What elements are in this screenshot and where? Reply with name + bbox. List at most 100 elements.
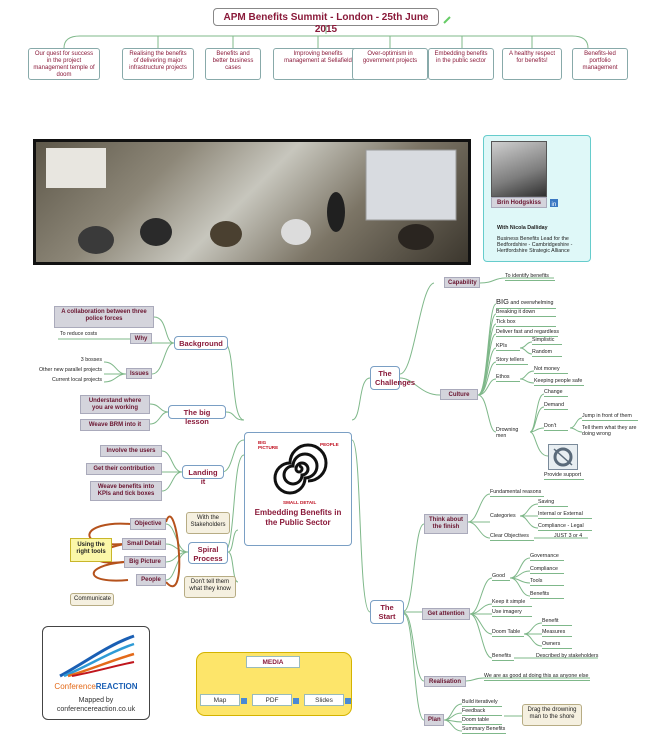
think-node[interactable]: Think about the finish — [424, 514, 468, 534]
dont-tell-note[interactable]: Don't tell them what they know — [184, 576, 236, 598]
topic-8[interactable]: Benefits-led portfolio management — [572, 48, 628, 80]
spiral-small-detail[interactable]: Small Detail — [122, 538, 166, 550]
plan-node[interactable]: Plan — [424, 714, 444, 726]
summit-title: APM Benefits Summit - London - 25th June… — [213, 8, 439, 35]
branding-box — [42, 626, 150, 720]
background-node[interactable]: Background — [174, 336, 228, 350]
landing-item-3[interactable]: Weave benefits into KPIs and tick boxes — [90, 481, 162, 501]
map-attach-icon — [241, 698, 247, 704]
challenges-node[interactable]: The Challenges — [370, 366, 415, 390]
attention-benefits: Benefits — [492, 653, 514, 662]
logo-big-picture: BIG PICTURE — [258, 440, 279, 451]
attention-node[interactable]: Get attention — [422, 608, 470, 620]
doom-benefit: Benefit — [542, 618, 572, 627]
start-node[interactable]: The Start — [370, 600, 404, 624]
cat-internal: Internal or External — [538, 511, 592, 520]
doom-owners: Owners — [542, 641, 572, 650]
drag-note[interactable]: Drag the drowning man to the shore — [522, 704, 582, 726]
dont-jump: Jump in front of them — [582, 413, 638, 422]
plan-item-3: Doom table — [462, 717, 502, 726]
landing-item-2[interactable]: Get their contribution — [86, 463, 162, 475]
kpis-item: KPIs — [496, 343, 520, 352]
topic-7[interactable]: A healthy respect for benefits! — [502, 48, 562, 80]
issue-item-1: 3 bosses — [80, 357, 102, 363]
swoosh-logo — [59, 634, 135, 678]
culture-node[interactable]: Culture — [440, 389, 478, 400]
issue-item-3: Current local projects — [51, 377, 102, 383]
spiral-big-picture[interactable]: Big Picture — [124, 556, 166, 568]
note-icon[interactable] — [443, 16, 451, 24]
plan-item-4: Summary Benefits — [462, 726, 506, 735]
linkedin-icon[interactable]: in — [550, 199, 558, 207]
cat-compliance: Compliance - Legal — [538, 523, 592, 532]
communicate-note[interactable]: Communicate — [70, 593, 114, 606]
mapped-by: Mapped by — [78, 697, 114, 704]
realisation-node[interactable]: Realisation — [424, 676, 466, 687]
media-pdf-button[interactable]: PDF — [252, 694, 292, 706]
pdf-attach-icon — [293, 698, 299, 704]
spiral-objective[interactable]: Objective — [130, 518, 166, 530]
brand-site[interactable]: conferencereaction.co.uk — [56, 706, 136, 713]
dont-tell-wrong: Tell them what they are doing wrong — [582, 425, 637, 438]
drown-change: Change — [544, 389, 568, 398]
kpis-simplistic: Simplistic — [532, 337, 562, 346]
big-lesson-node[interactable]: The big lesson — [168, 405, 226, 425]
attention-simple: Keep it simple — [492, 599, 532, 608]
capability-node[interactable]: Capability — [444, 277, 480, 288]
speaker-role: Business Benefits Lead for the Bedfordsh… — [497, 236, 573, 255]
topic-5[interactable]: Over-optimism in government projects — [352, 48, 428, 80]
collab-node[interactable]: A collaboration between three police for… — [54, 306, 154, 328]
why-node[interactable]: Why — [130, 333, 152, 344]
ethos-item: Ethos — [496, 374, 520, 383]
think-categories: Categories — [490, 513, 516, 519]
lesson-item-1[interactable]: Understand where you are working — [80, 395, 150, 414]
cat-saving: Saving — [538, 499, 568, 508]
topic-2[interactable]: Realising the benefits of delivering maj… — [122, 48, 194, 80]
issues-node[interactable]: Issues — [126, 368, 152, 379]
speaker-with: With Nicola Dalliday — [497, 225, 548, 231]
stakeholders-note[interactable]: With the Stakeholders — [186, 512, 230, 534]
topic-1[interactable]: Our quest for success in the project man… — [28, 48, 100, 80]
central-title: Embedding Benefits in the Public Sector — [254, 508, 342, 527]
big-rest: and overwhelming — [510, 300, 554, 306]
capability-item: To identify benefits — [505, 273, 555, 282]
media-map-button[interactable]: Map — [200, 694, 240, 706]
topic-3[interactable]: Benefits and better business cases — [205, 48, 261, 80]
culture-item-3: Deliver fast and regardless — [496, 329, 559, 338]
lifebuoy-icon — [548, 444, 578, 470]
media-slides-button[interactable]: Slides — [304, 694, 344, 706]
attention-described: Described by stakeholders — [536, 653, 599, 659]
issue-item-2: Other new parallel projects — [38, 367, 102, 373]
speaker-photo — [491, 141, 547, 197]
realisation-item: We are as good at doing this as anyone e… — [484, 673, 590, 682]
culture-item-1: Breaking it down — [496, 309, 556, 318]
spiral-node[interactable]: Spiral Process — [188, 542, 228, 564]
good-benefits: Benefits — [530, 591, 564, 600]
good-tools: Tools — [530, 578, 564, 587]
big-word: BIG — [496, 297, 509, 306]
doom-measures: Measures — [542, 629, 572, 638]
audience-photo — [33, 139, 471, 265]
kpis-random: Random — [532, 349, 562, 358]
lesson-item-2[interactable]: Weave BRM into it — [80, 419, 150, 431]
big-item: BIG and overwhelming — [496, 297, 556, 309]
media-title: MEDIA — [246, 656, 300, 668]
logo-people: PEOPLE — [320, 442, 339, 447]
good-compliance: Compliance — [530, 566, 564, 575]
topic-6[interactable]: Embedding benefits in the public sector — [428, 48, 494, 80]
drown-demand: Demand — [544, 402, 568, 411]
logo-small-detail: SMALL DETAIL — [283, 500, 317, 505]
topic-4[interactable]: Improving benefits management at Sellafi… — [273, 48, 363, 80]
landing-item-1[interactable]: Involve the users — [100, 445, 162, 457]
think-clear: Clear Objectives — [490, 533, 534, 542]
landing-node[interactable]: Landing it — [182, 465, 224, 485]
spiral-people[interactable]: People — [136, 574, 166, 586]
slides-attach-icon — [345, 698, 351, 704]
reduce-costs: To reduce costs — [60, 331, 98, 337]
right-tools-note[interactable]: Using the right tools — [70, 538, 112, 562]
brand-wordmark: ConferenceREACTION — [48, 682, 144, 691]
plan-item-1: Build iteratively — [462, 699, 502, 708]
spiral-logo — [273, 443, 328, 495]
svg-text:in: in — [552, 202, 557, 207]
